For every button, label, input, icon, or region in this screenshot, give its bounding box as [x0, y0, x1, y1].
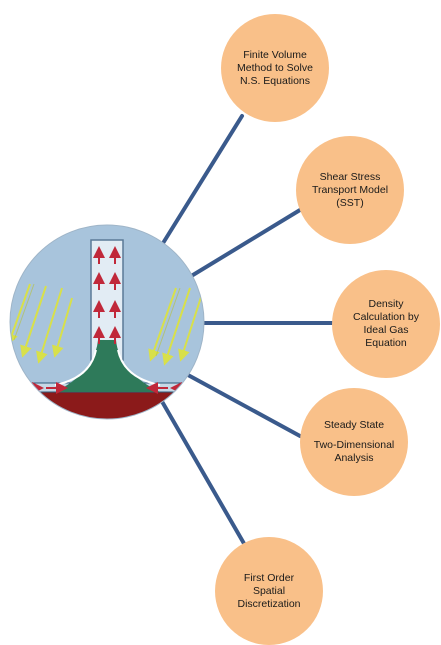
node-line: N.S. Equations — [239, 74, 311, 87]
node-sst-model: Shear Stress Transport Model (SST) — [296, 136, 404, 244]
connector-line — [186, 208, 302, 280]
node-line: Transport Model — [311, 183, 389, 196]
node-line: First Order — [243, 571, 295, 584]
node-line: Steady State — [323, 419, 385, 431]
node-line: Ideal Gas — [363, 324, 409, 336]
node-finite-volume: Finite Volume Method to Solve N.S. Equat… — [221, 14, 329, 122]
node-line: Analysis — [334, 452, 374, 464]
connector-line — [158, 396, 248, 549]
flow-schematic-icon — [10, 225, 204, 419]
node-line: Shear Stress — [319, 170, 381, 183]
node-line: Calculation by — [353, 311, 419, 323]
connector-line — [158, 114, 244, 250]
node-line: Two-Dimensional — [313, 439, 395, 451]
node-steady-state: Steady State Two-Dimensional Analysis — [300, 388, 408, 496]
node-line: (SST) — [336, 196, 364, 209]
node-first-order: First Order Spatial Discretization — [215, 537, 323, 645]
node-line: Equation — [365, 337, 407, 349]
connector-line — [186, 373, 302, 438]
node-line: Spatial — [252, 584, 286, 597]
node-line: Density — [368, 298, 404, 310]
node-line: Finite Volume — [243, 48, 307, 61]
node-line: Method to Solve — [237, 61, 313, 74]
node-line: Discretization — [237, 597, 301, 610]
node-density-calculation: Density Calculation by Ideal Gas Equatio… — [332, 270, 440, 378]
